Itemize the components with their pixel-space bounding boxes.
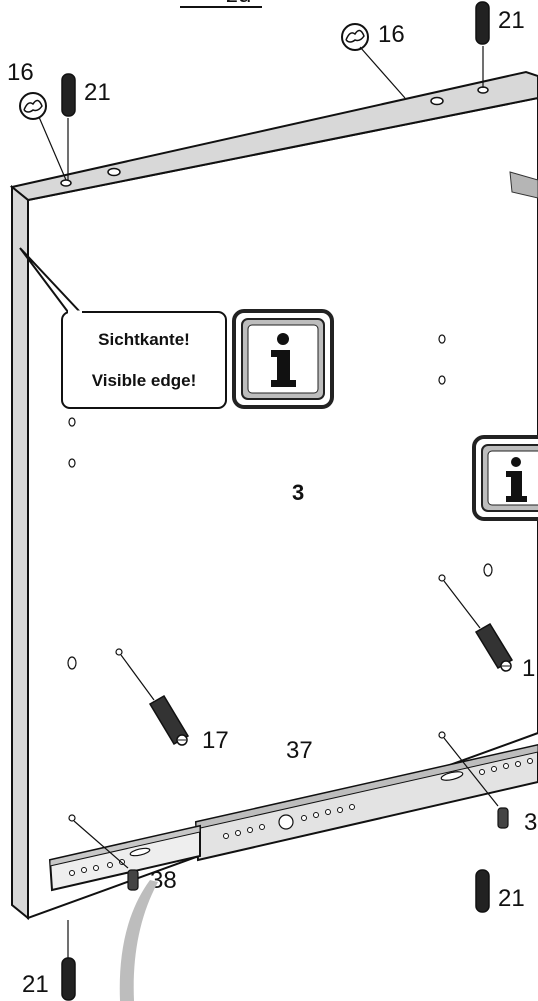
screw-icon [127, 869, 139, 891]
dowel-icon [475, 869, 490, 913]
edge-hole [430, 96, 444, 106]
label-bolt-right: 1 [522, 655, 535, 682]
label-bolt-left: 17 [202, 727, 229, 754]
grey-callout-wedge [119, 880, 158, 1001]
label-screw-left: 38 [150, 867, 177, 894]
panel-number: 3 [292, 480, 304, 505]
visible-edge-callout: Sichtkante! Visible edge! [19, 247, 227, 409]
cam-lock-icon [19, 92, 47, 120]
leader-line [443, 737, 499, 807]
label-runner: 37 [286, 737, 313, 764]
dowel-icon [61, 73, 76, 117]
face-hole [67, 656, 77, 670]
screw-icon [497, 807, 509, 829]
bolt-hole [115, 648, 123, 656]
face-hole [483, 563, 493, 577]
info-icon [472, 435, 538, 521]
leader-line [120, 654, 155, 701]
label-dowel-bottom-right: 21 [498, 885, 525, 912]
cam-bolt-icon [474, 622, 514, 672]
cam-lock-icon [341, 23, 369, 51]
callout-line-1: Sichtkante! [98, 330, 190, 349]
leader-line [38, 116, 67, 181]
label-cam-top-left: 16 [7, 59, 34, 86]
leader-line [359, 46, 406, 99]
grey-arrow-shape [509, 171, 538, 199]
face-hole [438, 375, 446, 385]
face-hole [68, 417, 76, 427]
face-hole [438, 334, 446, 344]
label-dowel-top-left: 21 [84, 79, 111, 106]
leader-line [443, 580, 481, 629]
panel-left-edge [11, 184, 29, 921]
callout-line-2: Visible edge! [92, 371, 197, 390]
label-dowel-top-right: 21 [498, 7, 525, 34]
cam-bolt-icon [148, 694, 190, 746]
face-hole [68, 458, 76, 468]
info-icon [232, 309, 334, 409]
dowel-icon [61, 957, 76, 1001]
label-dowel-bottom-left: 21 [22, 971, 49, 998]
screw-hole [68, 814, 76, 822]
label-screw-right: 3 [524, 809, 537, 836]
screw-hole [438, 731, 446, 739]
label-cam-top-right: 16 [378, 21, 405, 48]
top-text-fragment: zu [226, 0, 251, 8]
leader-line [73, 820, 129, 869]
drawer-runner [48, 743, 538, 892]
edge-hole [60, 179, 72, 187]
edge-hole [107, 167, 121, 177]
bolt-hole [438, 574, 446, 582]
dowel-icon [475, 1, 490, 45]
